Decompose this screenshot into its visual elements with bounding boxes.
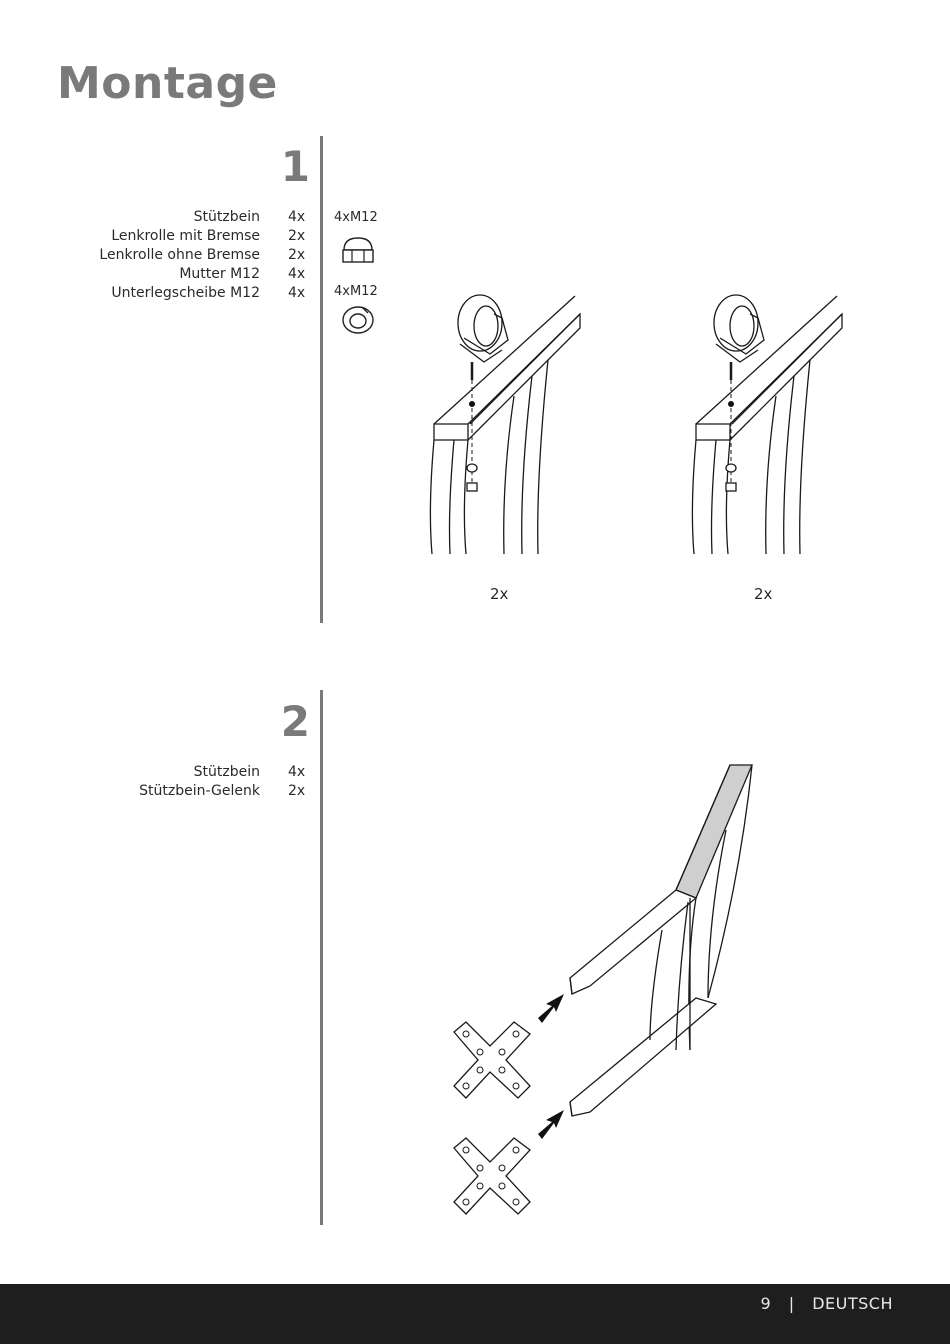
language-label: DEUTSCH	[812, 1294, 893, 1313]
step-1-parts-list: Stützbein Lenkrolle mit Bremse Lenkrolle…	[60, 208, 260, 303]
part-name: Unterlegscheibe M12	[111, 284, 260, 303]
footer-separator: |	[789, 1294, 795, 1313]
hardware-label: 4xM12	[334, 284, 378, 299]
step-2-number: 2	[250, 697, 310, 746]
step-1-quantities: 4x 2x 2x 4x 4x	[288, 208, 305, 303]
cap-nut-icon	[340, 234, 376, 266]
step-2-quantities: 4x 2x	[288, 763, 305, 801]
part-qty: 4x	[288, 208, 305, 227]
washer-icon	[340, 304, 376, 336]
footer-page-info: 9 | DEUTSCH	[748, 1294, 893, 1313]
caster-leg-diagram-2	[680, 288, 860, 558]
part-name: Lenkrolle ohne Bremse	[99, 246, 260, 265]
step-2-parts-list: Stützbein Stützbein-Gelenk	[60, 763, 260, 801]
diagram-caption: 2x	[754, 585, 772, 603]
leg-joint-diagram	[440, 760, 780, 1230]
part-name: Lenkrolle mit Bremse	[111, 227, 260, 246]
hardware-label: 4xM12	[334, 210, 378, 225]
part-qty: 4x	[288, 284, 305, 303]
part-qty: 4x	[288, 763, 305, 782]
page-number: 9	[760, 1294, 771, 1313]
step-2-divider	[320, 690, 323, 1225]
part-qty: 4x	[288, 265, 305, 284]
step-1-divider	[320, 136, 323, 623]
step-1-number: 1	[250, 142, 310, 191]
part-qty: 2x	[288, 782, 305, 801]
part-name: Stützbein-Gelenk	[139, 782, 260, 801]
part-name: Stützbein	[194, 763, 260, 782]
part-qty: 2x	[288, 246, 305, 265]
page-title: Montage	[57, 58, 278, 109]
caster-leg-diagram-1	[420, 288, 590, 558]
footer-bar: 9 | DEUTSCH	[0, 1284, 950, 1344]
part-name: Stützbein	[194, 208, 260, 227]
part-qty: 2x	[288, 227, 305, 246]
diagram-caption: 2x	[490, 585, 508, 603]
part-name: Mutter M12	[179, 265, 260, 284]
